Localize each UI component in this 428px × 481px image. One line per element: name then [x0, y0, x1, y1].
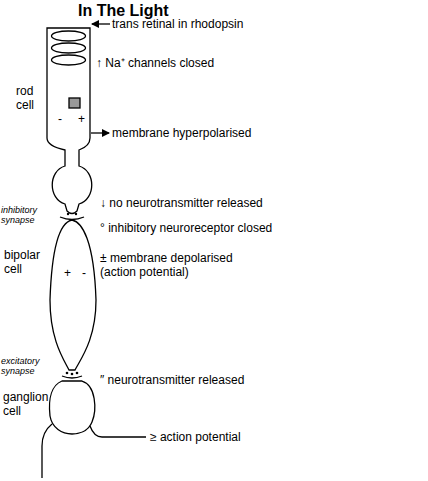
- ganglion-cell-outline: [50, 381, 95, 434]
- excitatory-synapse-cleft: [62, 376, 82, 378]
- ganglion-axon: [90, 426, 146, 437]
- rod-cell-outline: [47, 28, 92, 214]
- rhodopsin-disc: [52, 55, 86, 65]
- rhodopsin-disc: [52, 31, 86, 41]
- charge-sign: -: [58, 112, 62, 126]
- callout-label: trans retinal in rhodopsin: [112, 17, 243, 31]
- callout-label: ″ neurotransmitter released: [100, 373, 244, 387]
- leader-arrow: [91, 132, 109, 133]
- synapse-name: excitatory synapse: [1, 356, 53, 376]
- synapse-dot: [75, 213, 77, 215]
- inhibitory-synapse-cleft: [60, 217, 84, 220]
- ganglion-dendrite: [42, 424, 52, 478]
- synapse-dot: [67, 213, 69, 215]
- callout-label: ± membrane depolarised (action potential…: [100, 251, 250, 279]
- callout-label: ° inhibitory neuroreceptor closed: [100, 221, 272, 235]
- callout-label: ↓ no neurotransmitter released: [100, 196, 263, 210]
- synapse-dot: [71, 373, 74, 376]
- sodium-channel: [69, 98, 80, 108]
- synapse-name: inhibitory synapse: [1, 205, 53, 225]
- synapse-dot: [66, 372, 69, 375]
- callout-label: membrane hyperpolarised: [112, 126, 251, 140]
- rhodopsin-disc: [52, 43, 86, 53]
- leader-arrow: [92, 23, 110, 24]
- callout-label: ↑ Na⁺ channels closed: [96, 56, 214, 70]
- bipolar-cell-outline: [50, 220, 96, 370]
- cell-name: rod cell: [16, 84, 46, 112]
- charge-sign: +: [64, 266, 71, 280]
- synapse-dot: [76, 372, 79, 375]
- charge-sign: +: [78, 112, 85, 126]
- callout-label: ≥ action potential: [150, 430, 241, 444]
- charge-sign: -: [82, 266, 86, 280]
- cell-name: ganglion cell: [3, 390, 49, 418]
- cell-name: bipolar cell: [4, 248, 48, 276]
